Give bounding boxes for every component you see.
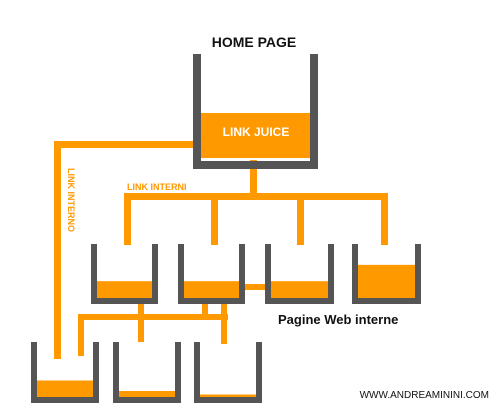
home-container-walls — [193, 54, 318, 169]
internal-page-4-fill — [358, 264, 415, 298]
internal-page-2-fill — [184, 281, 239, 298]
internal-page-3-walls — [265, 244, 334, 304]
pipe-l2-drop-right — [221, 300, 227, 344]
link-juice-label: LINK JUICE — [223, 125, 290, 139]
home-page-container: LINK JUICE — [193, 54, 318, 169]
pipe-home-stem — [250, 160, 257, 198]
internal-page-1 — [91, 244, 158, 304]
internal-page-4 — [352, 244, 421, 304]
internal-page-2-walls — [178, 244, 245, 304]
internal-page-1-walls — [91, 244, 158, 304]
deep-page-3 — [194, 342, 262, 403]
pipe-drop-1 — [124, 193, 131, 245]
deep-page-1 — [31, 342, 99, 403]
deep-page-3-fill — [200, 394, 256, 397]
home-juice-fill — [201, 113, 310, 158]
deep-page-1-fill — [37, 380, 93, 397]
pipe-drop-4 — [381, 193, 388, 245]
pipe-left-horizontal — [54, 141, 194, 148]
pipe-l2-center-riser — [138, 295, 144, 320]
deep-page-2-walls — [113, 342, 181, 403]
internal-page-3 — [265, 244, 334, 304]
pipe-l2-drop-center — [138, 314, 144, 342]
pipe-sibling-link — [241, 284, 269, 290]
home-page-title: HOME PAGE — [212, 34, 297, 50]
pipe-distribution-bar — [124, 193, 388, 200]
internal-page-3-fill — [271, 281, 328, 298]
link-interno-label: LINK INTERNO — [66, 168, 76, 232]
internal-pages-label: Pagine Web interne — [278, 312, 398, 327]
website-label: WWW.ANDREAMININI.COM — [360, 390, 489, 401]
internal-page-4-walls — [352, 244, 421, 304]
pipe-left-vertical — [54, 141, 61, 359]
deep-page-2 — [113, 342, 181, 403]
link-interni-label: LINK INTERNI — [127, 182, 187, 192]
link-pipes — [54, 141, 388, 359]
pipe-l2-drop-left — [78, 314, 84, 356]
deep-page-1-walls — [31, 342, 99, 403]
pipe-l2-right-riser — [202, 300, 208, 320]
pipe-l2-horizontal — [78, 314, 228, 320]
internal-page-2 — [178, 244, 245, 304]
deep-page-3-walls — [194, 342, 262, 403]
deep-page-2-fill — [119, 391, 175, 397]
internal-page-1-fill — [97, 281, 152, 298]
pipe-drop-3 — [297, 193, 304, 245]
pipe-drop-2 — [211, 193, 218, 245]
